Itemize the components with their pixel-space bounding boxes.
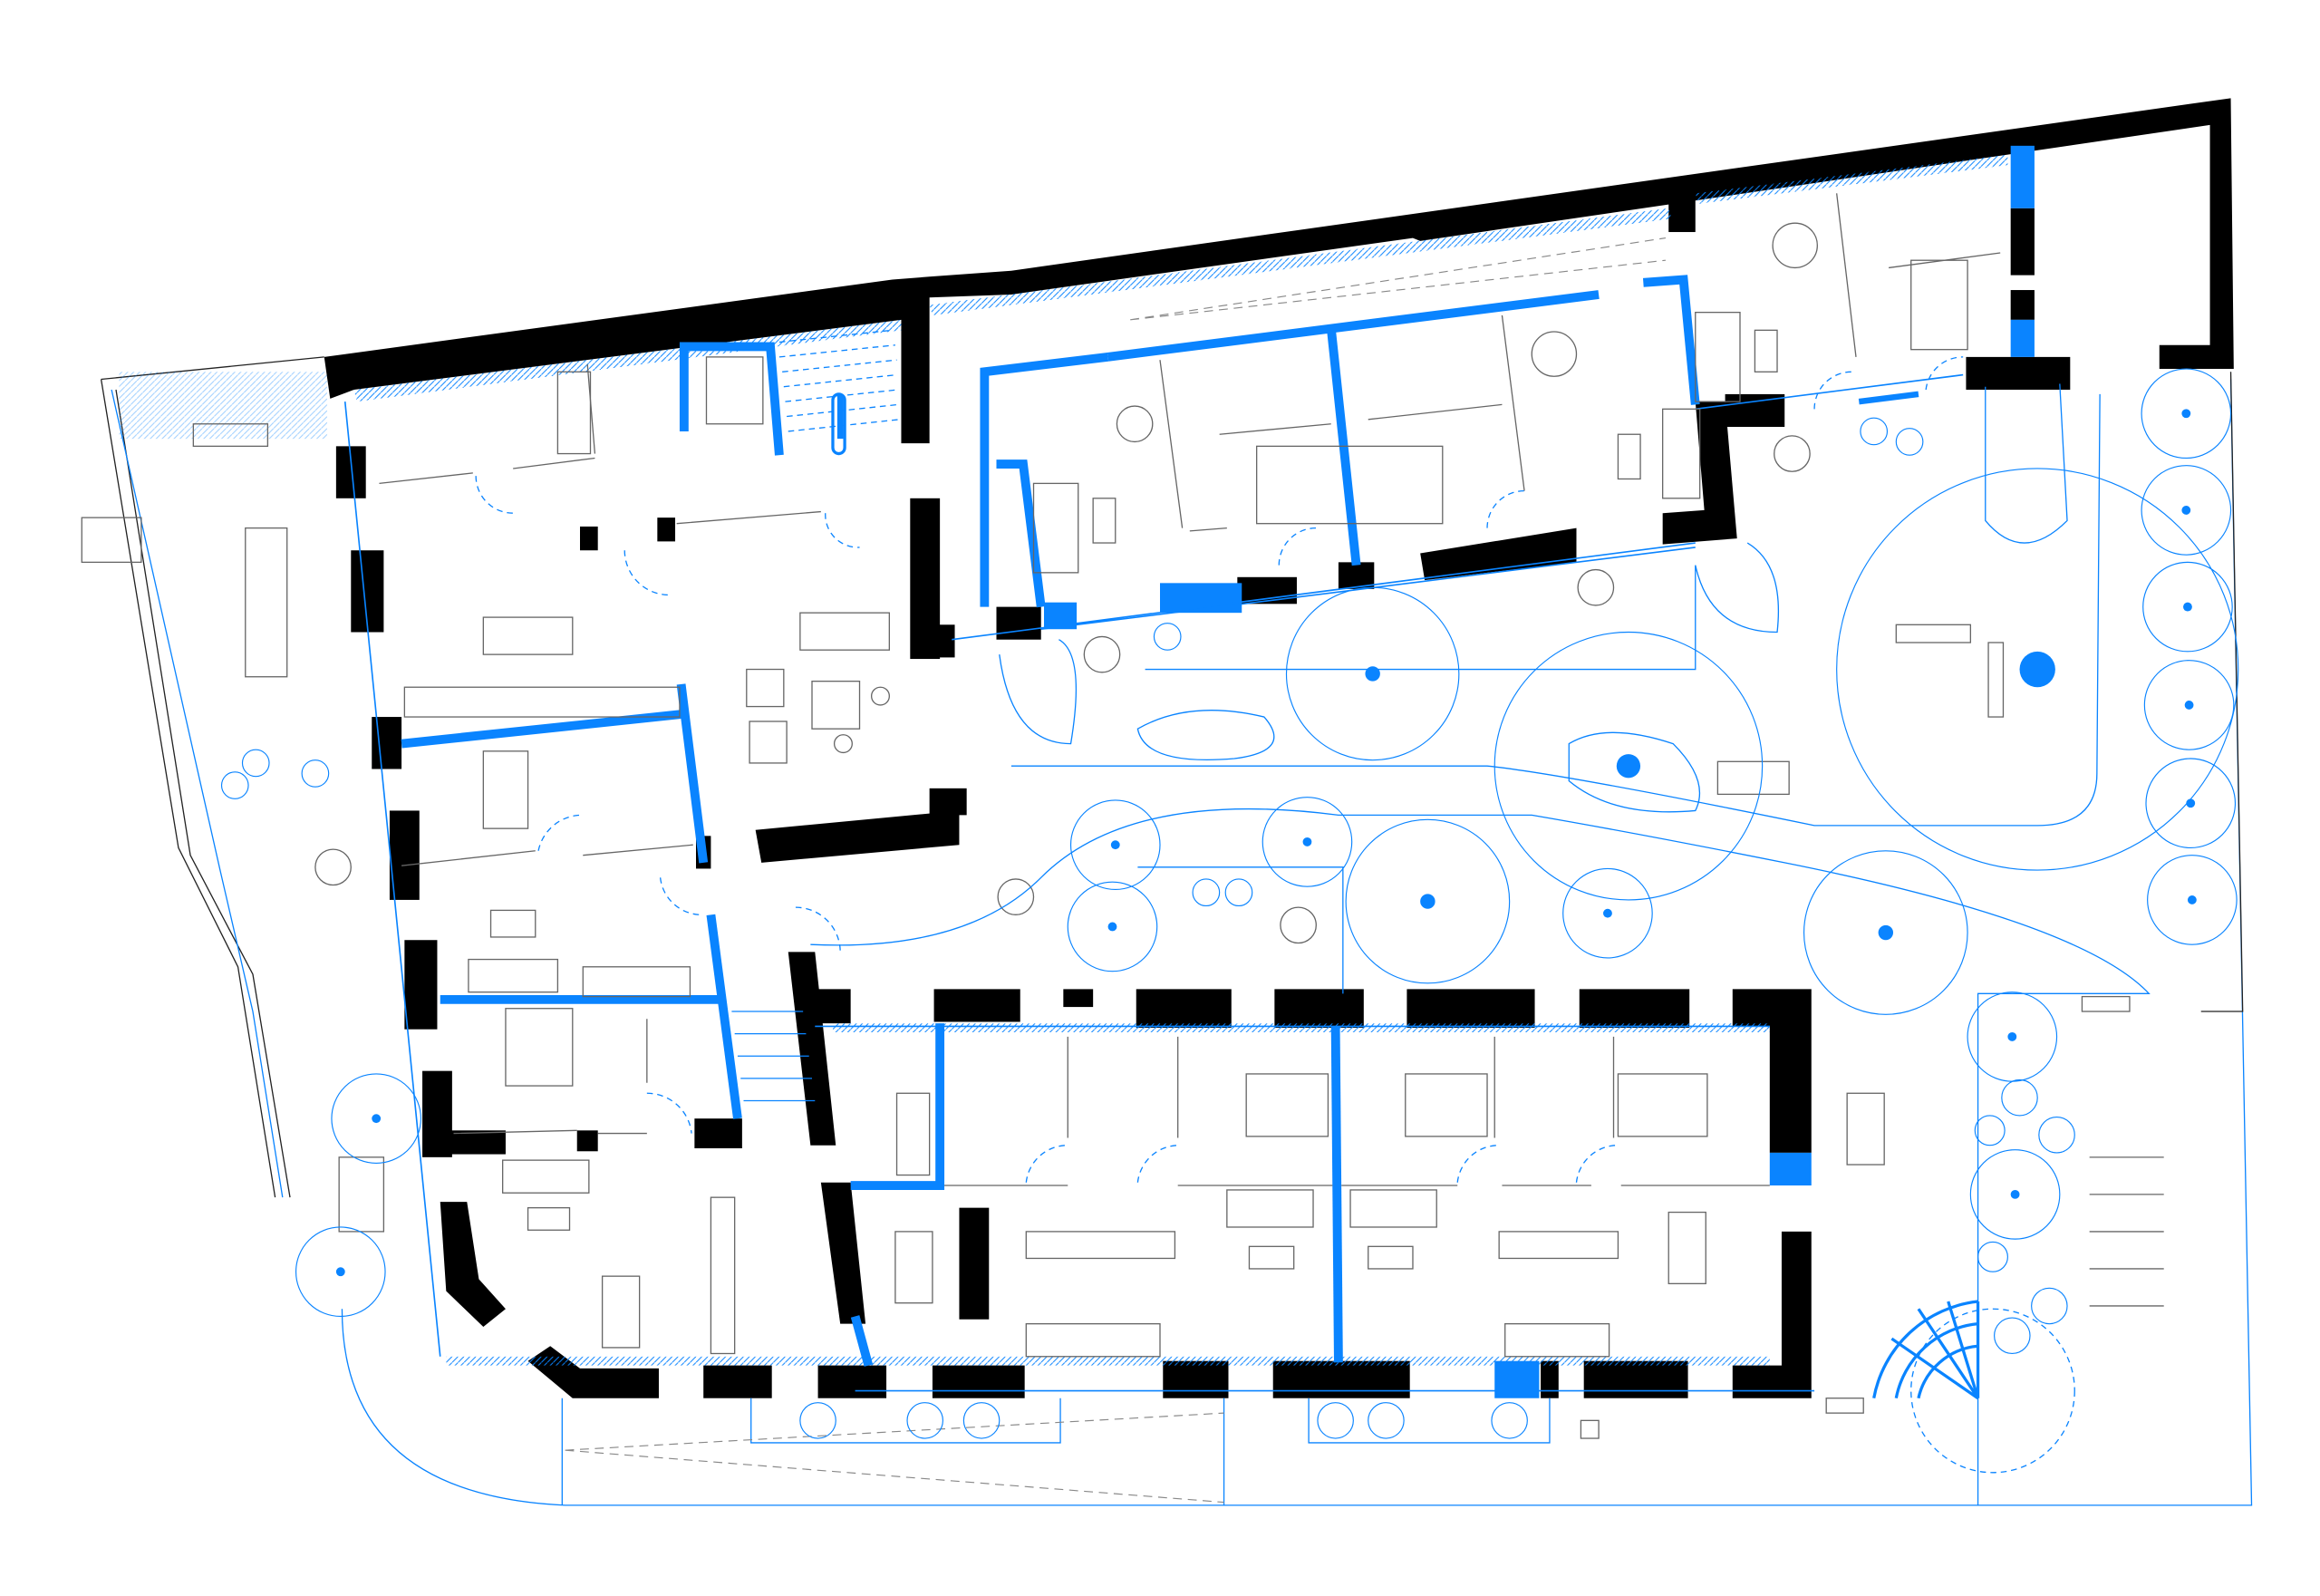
tree	[2141, 465, 2232, 556]
partitions	[343, 193, 2001, 1392]
shrubs	[220, 417, 1924, 1439]
tree	[1836, 468, 2239, 871]
insulation-hatching	[353, 154, 2008, 1366]
existing-walls	[324, 98, 2234, 1398]
tree	[295, 1226, 386, 1318]
new-walls	[401, 145, 2035, 1398]
stairs	[731, 329, 2075, 1474]
site-boundary	[81, 356, 2253, 1506]
tree	[2142, 561, 2233, 653]
tree	[1969, 1149, 2061, 1240]
tree	[1285, 586, 1460, 761]
tree	[2143, 660, 2235, 750]
tree	[1262, 797, 1353, 887]
tree	[2147, 855, 2238, 945]
tree	[1974, 1079, 2075, 1355]
tree	[331, 1073, 421, 1164]
furniture	[192, 222, 2164, 1439]
tree	[1562, 867, 1653, 959]
tree	[1067, 881, 1158, 972]
trees	[220, 368, 2239, 1439]
tree	[1494, 631, 1764, 901]
landscape	[561, 237, 2151, 1505]
tree	[1069, 799, 1161, 891]
tree	[1345, 818, 1511, 984]
tree	[2141, 368, 2232, 459]
tree	[2145, 758, 2237, 849]
tree	[1803, 850, 1968, 1015]
tree	[1967, 991, 2058, 1082]
